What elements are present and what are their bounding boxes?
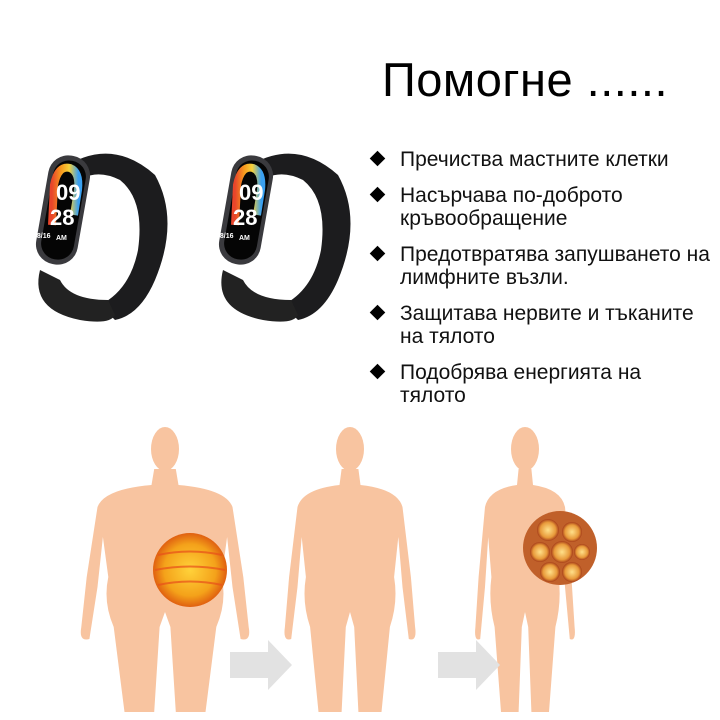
- benefit-item: Насърчава по-доброто кръвообращение: [368, 184, 660, 230]
- watch-left: [33, 152, 168, 321]
- fat-cell: [540, 562, 560, 582]
- cleansed-cells-circle: [523, 511, 597, 585]
- fat-cell: [551, 541, 573, 563]
- watch-minute: 28: [233, 205, 257, 230]
- watch-date: 08/16: [33, 233, 51, 240]
- page-title: Помогне ......: [382, 53, 669, 106]
- watch-hour: 09: [239, 180, 263, 205]
- diamond-bullet-icon: [369, 245, 386, 262]
- benefit-item: Пречиства мастните клетки: [368, 148, 720, 171]
- fat-cell: [562, 562, 582, 582]
- watch-ampm: AM: [56, 235, 67, 242]
- watch-right: [216, 152, 351, 321]
- body-middle: [284, 427, 416, 712]
- fat-cells-circle: [153, 533, 227, 607]
- arrow-right-icon: [230, 640, 292, 690]
- fat-cell: [537, 519, 559, 541]
- fat-cell: [562, 522, 582, 542]
- diamond-bullet-icon: [369, 150, 386, 167]
- benefit-item: Подобрява енергията на тялото: [368, 361, 700, 407]
- watch-date: 08/16: [216, 233, 234, 240]
- benefit-item: Предотвратява запушването на лимфните въ…: [368, 243, 720, 289]
- diamond-bullet-icon: [369, 363, 386, 380]
- benefit-item: Защитава нервите и тъканите на тялото: [368, 302, 720, 348]
- watch-hour: 09: [56, 180, 80, 205]
- benefits-list: Пречиства мастните клетки Насърчава по-д…: [368, 148, 720, 420]
- watch-ampm: AM: [239, 235, 250, 242]
- diamond-bullet-icon: [369, 304, 386, 321]
- watch-minute: 28: [50, 205, 74, 230]
- diamond-bullet-icon: [369, 186, 386, 203]
- fat-cell: [530, 542, 550, 562]
- arrow-right-icon: [438, 640, 500, 690]
- fat-cell: [574, 544, 590, 560]
